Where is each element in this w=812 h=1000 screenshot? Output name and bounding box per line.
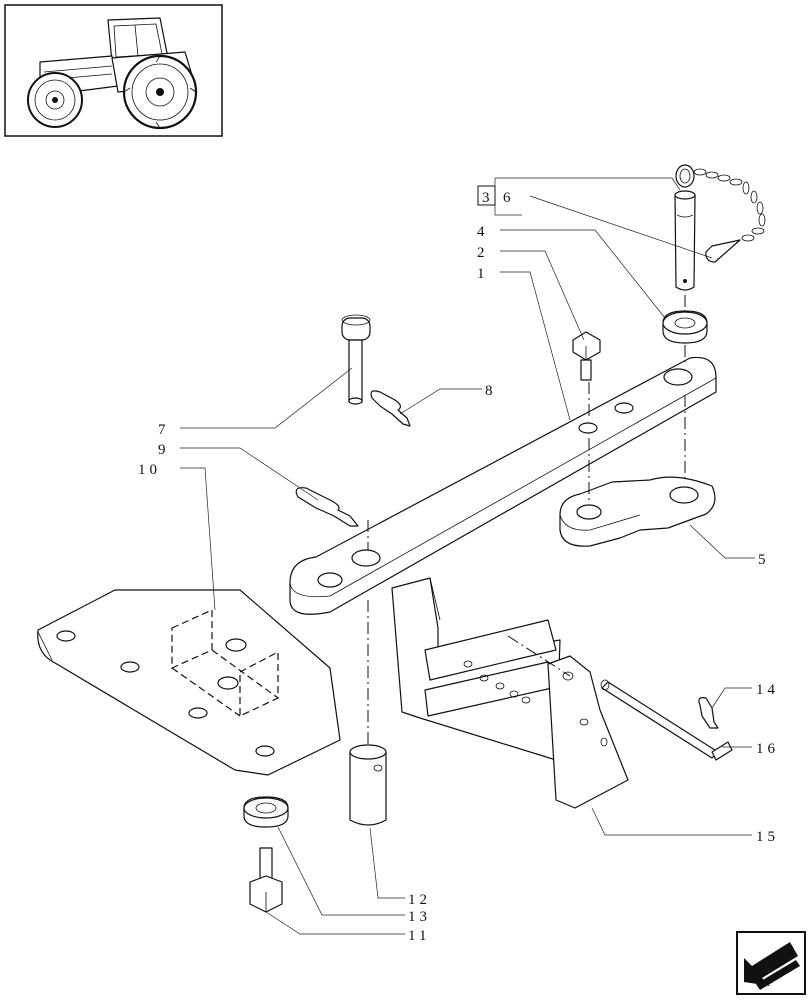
tractor-thumbnail-icon[interactable] bbox=[4, 4, 223, 137]
base-plate bbox=[37, 589, 341, 776]
callout-13: 13 bbox=[408, 909, 431, 925]
callout-3-box bbox=[477, 185, 496, 206]
callout-7: 7 bbox=[158, 422, 170, 438]
callout-6: 6 bbox=[503, 190, 515, 206]
long-pin bbox=[600, 679, 733, 761]
callout-11: 11 bbox=[408, 928, 430, 944]
washer-upper bbox=[662, 310, 708, 344]
next-page-arrow-icon[interactable] bbox=[736, 931, 806, 995]
linch-pin-with-chain bbox=[674, 164, 766, 291]
cylinder-pin bbox=[349, 744, 387, 826]
drawbar-frame bbox=[391, 577, 629, 809]
link-plate bbox=[559, 476, 716, 547]
callout-3: 3 bbox=[482, 190, 494, 206]
callout-10: 10 bbox=[138, 462, 161, 478]
r-clip-lower bbox=[295, 487, 359, 527]
callout-8: 8 bbox=[485, 383, 497, 399]
callout-16: 16 bbox=[756, 741, 779, 757]
r-clip-small bbox=[698, 697, 719, 729]
lever-bar bbox=[289, 356, 717, 615]
bolt-lower bbox=[249, 847, 283, 913]
callout-2: 2 bbox=[477, 245, 489, 261]
washer-lower bbox=[243, 796, 289, 828]
callout-4: 4 bbox=[477, 224, 489, 240]
callout-5: 5 bbox=[758, 552, 770, 568]
callout-9: 9 bbox=[158, 442, 170, 458]
callout-1: 1 bbox=[477, 266, 489, 282]
callout-15: 15 bbox=[756, 829, 779, 845]
center-lines bbox=[367, 295, 686, 745]
clevis-pin bbox=[341, 314, 371, 405]
bolt-upper bbox=[572, 331, 601, 381]
callout-14: 14 bbox=[756, 682, 779, 698]
r-clip-upper bbox=[370, 390, 411, 427]
callout-12: 12 bbox=[408, 892, 431, 908]
leader-lines bbox=[180, 177, 755, 935]
